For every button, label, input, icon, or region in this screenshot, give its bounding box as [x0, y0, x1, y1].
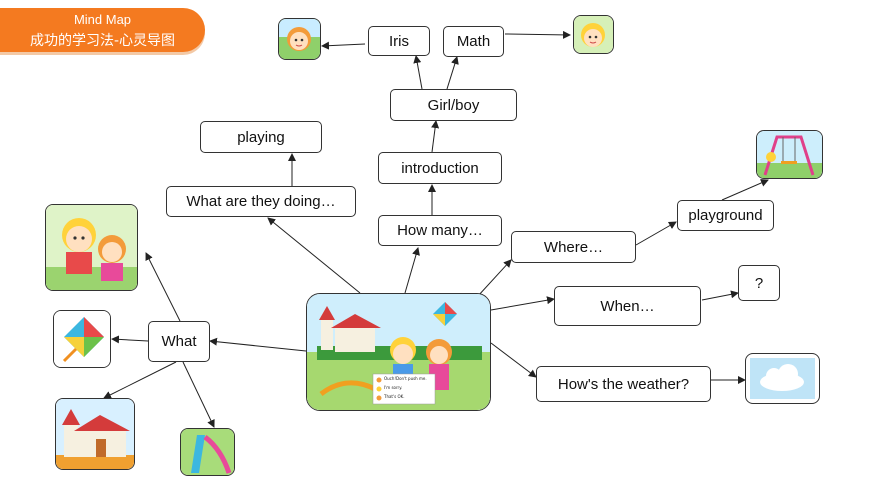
arrow-center-to-where [477, 259, 512, 297]
arrow-where-to-playground [635, 221, 677, 246]
node-math[interactable]: Math [443, 26, 504, 57]
banner-title-cn: 成功的学习法-心灵导图 [29, 33, 176, 49]
children-image [45, 204, 138, 291]
node-what[interactable]: What [148, 321, 210, 362]
slide-image [180, 428, 235, 476]
node-how-many[interactable]: How many… [378, 215, 502, 246]
dialogue-line-2: I'm sorry. [384, 385, 403, 390]
arrow-center-to-how-many [404, 247, 420, 294]
kite-image [53, 310, 111, 368]
arrow-iris-to-girl-pic [321, 41, 366, 50]
node-iris[interactable]: Iris [368, 26, 430, 56]
house-image [55, 398, 135, 470]
arrow-what-to-boy-pic [145, 252, 181, 322]
arrow-when-to-question [701, 290, 739, 301]
dialogue-line-1: Ouch!Don't push me. [384, 376, 427, 381]
node-question[interactable]: ? [738, 265, 780, 301]
node-where[interactable]: Where… [511, 231, 636, 263]
arrow-math-to-boy-pic [504, 30, 571, 39]
arrow-center-to-weather [490, 342, 537, 378]
cloud-weather-image [745, 353, 820, 404]
node-playground[interactable]: playground [677, 200, 774, 231]
arrow-playground-to-pic [721, 179, 769, 201]
dialogue-line-3: That's OK. [384, 394, 405, 399]
arrow-introduction-to-girlboy [431, 120, 440, 153]
arrow-what-to-slide-pic [182, 361, 215, 428]
arrow-girlboy-to-math [446, 56, 459, 90]
arrow-center-to-when [490, 296, 555, 311]
node-introduction[interactable]: introduction [378, 152, 502, 184]
girl-portrait-image [278, 18, 321, 60]
node-weather[interactable]: How's the weather? [536, 366, 711, 402]
title-banner: Mind Map 成功的学习法-心灵导图 [0, 8, 205, 52]
banner-title-en: Mind Map [73, 12, 132, 27]
arrow-center-to-what-doing [267, 217, 361, 294]
central-scene-image: Ouch!Don't push me. I'm sorry. That's OK… [306, 293, 491, 411]
arrow-what-to-house-pic [103, 361, 177, 399]
playground-swing-image [756, 130, 823, 179]
arrow-center-to-what [209, 337, 307, 352]
node-what-doing[interactable]: What are they doing… [166, 186, 356, 217]
arrow-girlboy-to-iris [413, 55, 423, 90]
node-when[interactable]: When… [554, 286, 701, 326]
node-girl-boy[interactable]: Girl/boy [390, 89, 517, 121]
arrow-what-to-kite-pic [111, 335, 149, 344]
node-playing[interactable]: playing [200, 121, 322, 153]
boy-portrait-image [573, 15, 614, 54]
